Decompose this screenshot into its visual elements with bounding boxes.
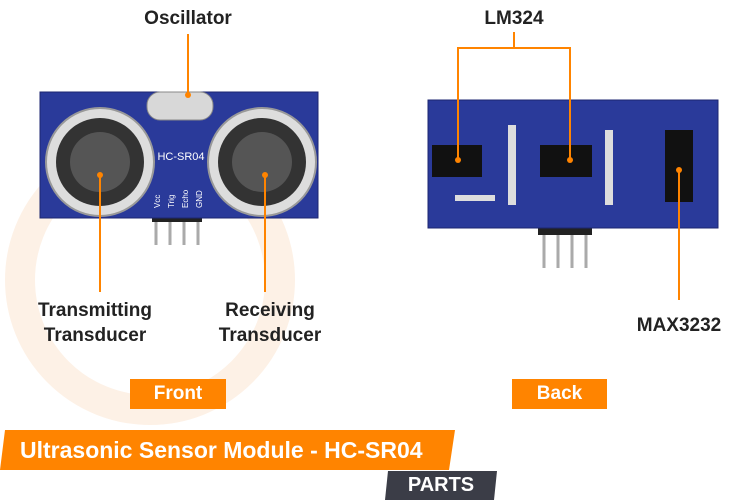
front-board: HC-SR04 Vcc Trig Echo GND bbox=[39, 91, 319, 245]
front-tag: Front bbox=[130, 379, 226, 409]
label-max3232: MAX3232 bbox=[636, 315, 722, 336]
label-transmitting-transducer: Transmitting Transducer bbox=[20, 298, 170, 348]
transmitting-transducer bbox=[45, 107, 155, 217]
lm324-chip-2 bbox=[540, 145, 592, 177]
back-board bbox=[427, 99, 719, 268]
svg-text:Trig: Trig bbox=[167, 195, 176, 208]
svg-text:Echo: Echo bbox=[181, 189, 190, 208]
label-lm324: LM324 bbox=[484, 8, 544, 29]
leader-lines bbox=[99, 32, 680, 300]
label-line: Receiving bbox=[225, 300, 315, 321]
svg-text:GND: GND bbox=[195, 190, 204, 208]
label-receiving-transducer: Receiving Transducer bbox=[195, 298, 345, 348]
label-line: Transducer bbox=[218, 325, 322, 346]
back-tag: Back bbox=[512, 379, 607, 409]
receiving-transducer bbox=[207, 107, 317, 217]
parts-banner: PARTS bbox=[385, 471, 497, 500]
board-model-text: HC-SR04 bbox=[157, 151, 204, 163]
label-line: Transducer bbox=[43, 325, 147, 346]
label-line: Transmitting bbox=[37, 300, 152, 321]
title-banner: Ultrasonic Sensor Module - HC-SR04 bbox=[0, 430, 455, 470]
label-oscillator: Oscillator bbox=[144, 8, 232, 29]
oscillator-crystal bbox=[146, 91, 214, 121]
svg-text:Vcc: Vcc bbox=[153, 195, 162, 208]
